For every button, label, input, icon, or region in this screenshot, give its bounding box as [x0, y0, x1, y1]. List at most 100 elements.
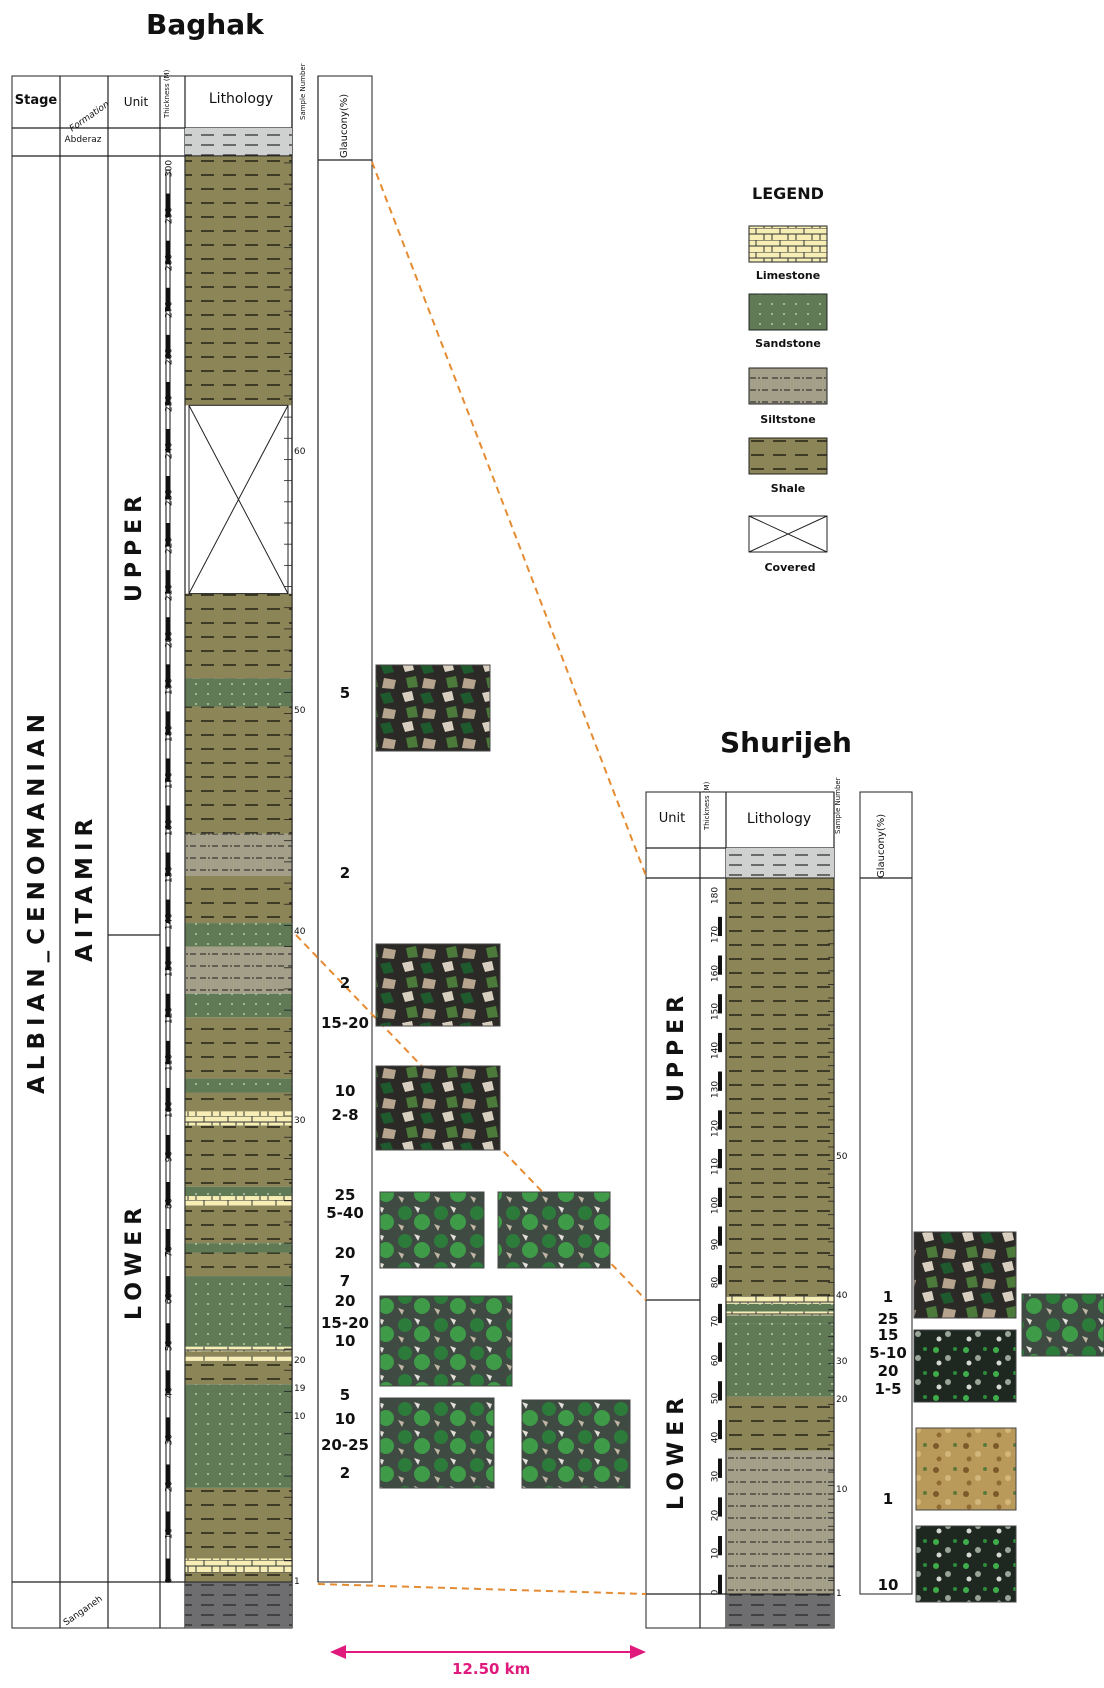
baghak-thickness-bar: [166, 1134, 170, 1159]
baghak-glauconite-value: 7: [339, 1272, 351, 1290]
baghak-layer-shale: [185, 1360, 292, 1385]
shurijeh-thickness-bar: [718, 1265, 722, 1285]
baghak-layer-lime: [185, 1196, 292, 1206]
baghak-thickness-bar: [166, 923, 170, 947]
baghak-thickness-bar: [166, 240, 170, 265]
baghak-layer-shale: [185, 1487, 292, 1559]
baghak-thickness-bar: [166, 1181, 170, 1206]
shurijeh-thickness-bar: [718, 1129, 722, 1149]
baghak-thickness-label: 140: [164, 912, 175, 931]
thin-section-photo: [913, 1231, 1017, 1319]
baghak-thickness-bar: [166, 593, 170, 618]
thin-section-photo: [497, 1191, 611, 1269]
shurijeh-thickness-bar: [718, 1245, 722, 1266]
baghak-thickness-label: 50: [164, 1339, 175, 1351]
shurijeh-thickness-bar: [718, 1439, 722, 1459]
baghak-thickness-bar: [166, 452, 170, 476]
baghak-thickness-bar: [166, 1511, 170, 1535]
baghak-thickness-label: 60: [164, 1292, 175, 1304]
baghak-thickness-label: 160: [164, 818, 175, 837]
shurijeh-unit-upper: UPPER: [664, 989, 689, 1102]
baghak-thickness-bar: [166, 734, 170, 759]
baghak-layer-sand: [185, 1078, 292, 1093]
thin-section-photo: [379, 1191, 485, 1269]
shurijeh-thickness-bar: [718, 897, 722, 917]
shurijeh-thickness-bar: [718, 1090, 722, 1111]
baghak-thickness-label: 0: [164, 1577, 175, 1584]
baghak-glauconite-value: 2-8: [331, 1106, 359, 1124]
shurijeh-base-shale: [726, 1594, 834, 1628]
distance-arrow-head-right: [630, 1645, 646, 1659]
baghak-thickness-bar: [166, 1017, 170, 1041]
baghak-thickness-bar: [166, 1323, 170, 1347]
legend-swatch-sandstone: [748, 293, 828, 331]
baghak-thickness-label: 290: [164, 206, 175, 225]
baghak-thickness-bar: [166, 1064, 170, 1088]
baghak-thickness-bar: [166, 1464, 170, 1488]
correlation-base: [317, 1583, 647, 1595]
thin-section-photo: [521, 1399, 631, 1489]
baghak-layer-lime: [185, 1111, 292, 1126]
shurijeh-thickness-bar: [718, 994, 722, 1014]
baghak-sanganeh-shale: [185, 1582, 292, 1628]
baghak-header-stage: Stage: [14, 93, 58, 108]
baghak-layer-sand: [185, 923, 292, 947]
baghak-layer-shale: [185, 155, 292, 406]
baghak-thickness-bar: [166, 664, 170, 688]
baghak-thickness-label: 230: [164, 489, 175, 507]
thin-section-photo: [375, 1065, 501, 1151]
baghak-glauconite-column: [317, 75, 373, 1583]
shurijeh-glauconite-value: 1-5: [874, 1380, 902, 1398]
shurijeh-layer-shale: [726, 878, 834, 1296]
baghak-thickness-bar: [166, 1299, 170, 1324]
shurijeh-thickness-bar: [718, 1284, 722, 1304]
shurijeh-layer-sand: [726, 1315, 834, 1324]
distance-arrow: [330, 1645, 646, 1659]
shurijeh-layer-lime: [726, 1311, 834, 1316]
baghak-layer-lime: [185, 1356, 292, 1361]
shurijeh-thickness-bar: [718, 936, 722, 956]
baghak-thickness-bar: [166, 1558, 170, 1582]
baghak-layer-shale: [185, 1092, 292, 1112]
shurijeh-glauconite-value: 15: [877, 1326, 899, 1344]
baghak-layer-sand: [185, 1276, 292, 1347]
baghak-layer-sand: [185, 1384, 292, 1488]
baghak-glauconite-value: 10: [334, 1410, 356, 1428]
baghak-thickness-bar: [166, 781, 170, 806]
baghak-thickness-bar: [166, 1276, 170, 1300]
baghak-thickness-label: 280: [164, 254, 175, 272]
shurijeh-layer-silt: [726, 1450, 834, 1594]
baghak-thickness-label: 270: [164, 301, 175, 319]
shurijeh-thickness-bar: [718, 1381, 722, 1401]
shurijeh-unit-lower: LOWER: [664, 1391, 689, 1510]
baghak-layer-shale: [185, 706, 292, 834]
shurijeh-thickness-bar: [718, 1477, 722, 1498]
baghak-abderaz-shale: [185, 128, 292, 156]
legend-swatch-shale: [748, 437, 828, 475]
baghak-top-formation: Abderaz: [64, 135, 102, 145]
baghak-header-glaucony: Glaucony(%): [339, 93, 350, 158]
shurijeh-thickness-label: 140: [710, 1042, 721, 1060]
baghak-thickness-bar: [166, 852, 170, 876]
baghak-glauconite-value: 25: [334, 1186, 356, 1204]
baghak-litho-border: [184, 155, 293, 1583]
thin-section-photo: [375, 664, 491, 752]
baghak-thickness-bar: [166, 1346, 170, 1371]
baghak-title: Baghak: [146, 8, 264, 41]
shurijeh-thickness-bar: [718, 1574, 722, 1594]
legend-label-covered: Covered: [764, 561, 816, 574]
baghak-sample-label: 30: [294, 1115, 306, 1126]
shurijeh-thickness-bar: [718, 1071, 722, 1091]
shurijeh-thickness-bar: [718, 1052, 722, 1072]
baghak-glauconite-value: 20-25: [321, 1436, 369, 1454]
shurijeh-thickness-bar: [718, 974, 722, 995]
baghak-thickness-bar: [166, 1087, 170, 1112]
baghak-glauconite-value: 10: [334, 1082, 356, 1100]
shurijeh-thickness-label: 180: [710, 887, 721, 905]
shurijeh-layer-sand: [726, 1323, 834, 1397]
baghak-covered-cross: [188, 405, 289, 594]
baghak-sample-label: 50: [294, 706, 306, 717]
baghak-thickness-label: 10: [164, 1527, 175, 1540]
baghak-unit-upper: UPPER: [122, 489, 147, 602]
shurijeh-sample-label: 30: [836, 1356, 848, 1367]
